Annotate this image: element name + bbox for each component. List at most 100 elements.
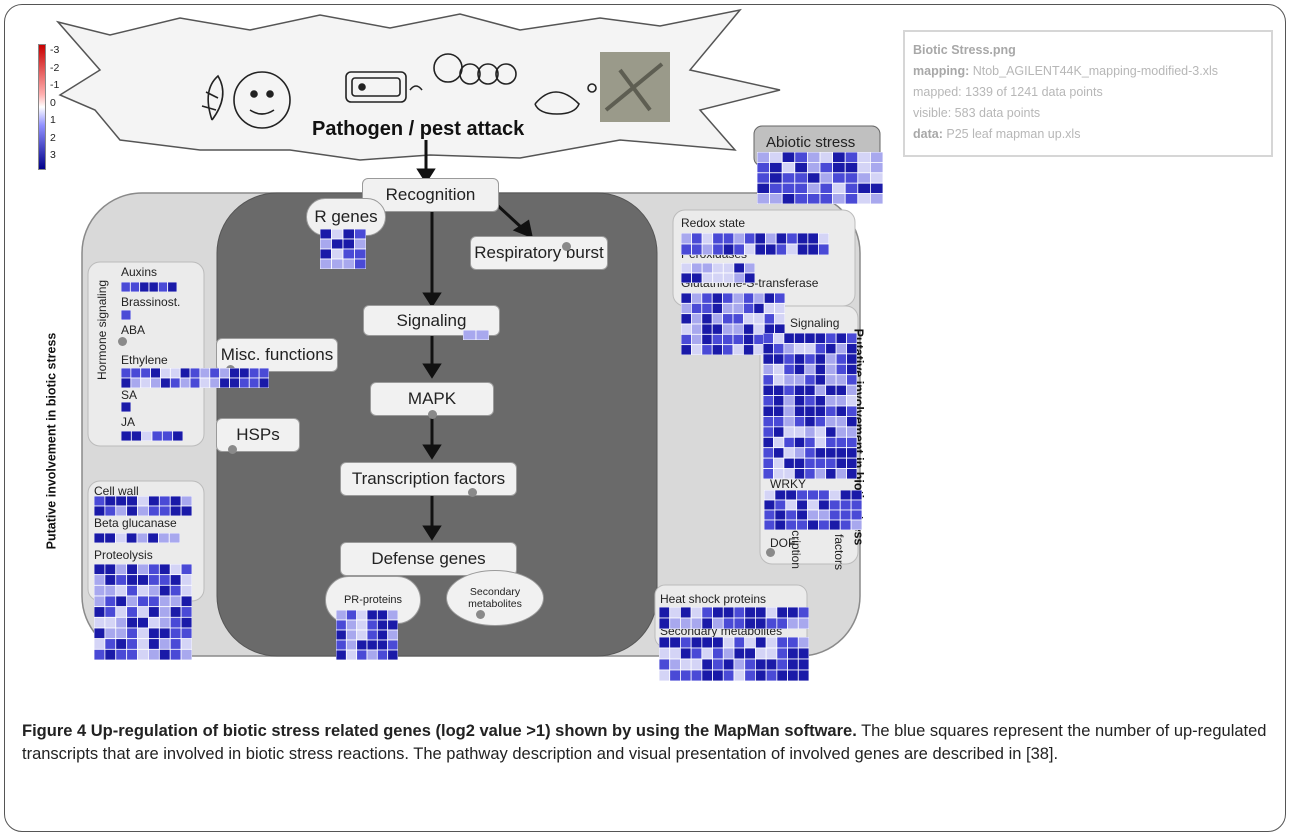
- heatmap-cell: [320, 258, 332, 269]
- heatmap-cell: [126, 648, 138, 660]
- heatmap-cell: [763, 374, 774, 386]
- abiotic-stress-label: Abiotic stress: [766, 134, 856, 151]
- heatmap-cell: [248, 368, 260, 379]
- heatmap-proteolysis: [94, 564, 192, 660]
- heatmap-cell: [743, 344, 755, 355]
- heatmap-cell: [336, 649, 347, 660]
- heatmap-cell: [804, 384, 816, 396]
- attack-burst: [55, 8, 781, 161]
- node-dot: [766, 548, 775, 557]
- heatmap-cell: [169, 606, 182, 618]
- heatmap-cell: [331, 258, 344, 269]
- heatmap-cell: [189, 368, 201, 379]
- heatmap-cell: [846, 384, 857, 396]
- heatmap-cell: [701, 658, 713, 671]
- heatmap-cell: [148, 564, 160, 576]
- heatmap-cell: [690, 344, 703, 355]
- heatmap-cell: [104, 496, 117, 507]
- heatmap-cell: [691, 243, 703, 255]
- heatmap-cell: [764, 499, 776, 511]
- heatmap-cell: [121, 282, 131, 292]
- heatmap-cell: [757, 152, 771, 163]
- heatmap-cell: [765, 637, 778, 649]
- heatmap-cell: [169, 627, 182, 640]
- heatmap-cell: [94, 616, 106, 629]
- heatmap-cell: [137, 648, 149, 660]
- heatmap-cell: [115, 564, 128, 576]
- heatmap-cell: [659, 647, 671, 660]
- heatmap-cell: [794, 161, 808, 174]
- heatmap-cell: [139, 282, 150, 292]
- heatmap-cell: [148, 606, 160, 618]
- heatmap-cell: [158, 606, 171, 618]
- heatmap-cell: [158, 584, 171, 597]
- heatmap-cell: [148, 496, 160, 507]
- heatmap-cell: [376, 629, 389, 641]
- heatmap-cell: [690, 637, 703, 649]
- heatmap-cell: [835, 395, 847, 407]
- heatmap-cell: [755, 658, 767, 671]
- heatmap-cell: [857, 152, 871, 163]
- heatmap-cell: [796, 499, 808, 511]
- heatmap-cell: [839, 519, 852, 530]
- heatmap-cell: [199, 377, 211, 388]
- heatmap-cell: [126, 505, 138, 516]
- heatmap-cell: [763, 333, 774, 344]
- heatmap-cell: [846, 374, 857, 386]
- heatmap-cell: [722, 658, 735, 671]
- heatmap-cell: [336, 619, 347, 631]
- heatmap-cell: [783, 374, 795, 386]
- heatmap-cell: [733, 658, 746, 671]
- heatmap-cell: [835, 468, 847, 479]
- heatmap-cell: [136, 533, 149, 543]
- heatmap-cell: [763, 426, 774, 438]
- dof-label: DOF: [770, 536, 796, 550]
- heatmap-cell: [167, 282, 177, 292]
- ja-label: JA: [121, 415, 136, 429]
- heatmap-cell: [94, 574, 106, 586]
- heatmap-cell: [776, 617, 788, 629]
- heatmap-cell: [819, 161, 834, 174]
- heatmap-cell: [743, 293, 755, 304]
- heatmap-cell: [787, 647, 799, 660]
- heatmap-cell: [722, 344, 734, 355]
- heatmap-cell: [354, 229, 366, 240]
- heatmap-cell: [712, 647, 724, 660]
- heatmap-cell: [773, 457, 785, 469]
- heatmap-cell: [179, 368, 191, 379]
- heatmap-cell: [793, 416, 806, 428]
- heatmap-cell: [712, 637, 724, 649]
- heatmap-cell: [169, 496, 182, 507]
- heatmap-peroxidases: [681, 263, 755, 283]
- heatmap-cell: [701, 617, 713, 629]
- heatmap-cell: [331, 248, 344, 260]
- heatmap-cell: [744, 658, 756, 671]
- heatmap-cell: [839, 499, 852, 511]
- heatmap-cell: [690, 617, 703, 629]
- heatmap-cell: [781, 172, 796, 184]
- heatmap-cell: [701, 243, 714, 255]
- beta-glucanase-label: Beta glucanase: [94, 516, 177, 530]
- wrky-label: WRKY: [770, 477, 806, 491]
- heatmap-cell: [712, 607, 724, 619]
- heatmap-cell: [765, 669, 778, 681]
- heatmap-cell: [331, 229, 344, 240]
- heatmap-cell: [150, 377, 161, 388]
- heatmap-cell: [722, 637, 735, 649]
- heatmap-cell: [835, 416, 847, 428]
- factors-label: factors: [832, 534, 846, 571]
- heatmap-cell: [336, 610, 347, 621]
- heatmap-cell: [839, 490, 852, 501]
- heatmap-cell: [773, 395, 785, 407]
- heatmap-cell: [765, 647, 778, 660]
- heatmap-cell: [763, 395, 774, 407]
- heatmap-cell: [804, 395, 816, 407]
- heatmap-cell: [857, 193, 871, 204]
- heatmap-cell-wall: [94, 496, 192, 516]
- heatmap-cell: [115, 574, 128, 586]
- heatmap-cell: [169, 368, 181, 379]
- heatmap-cell: [825, 353, 837, 365]
- heatmap-cell: [104, 584, 117, 597]
- heatmap-cell: [690, 333, 703, 346]
- heatmap-cell: [757, 161, 771, 174]
